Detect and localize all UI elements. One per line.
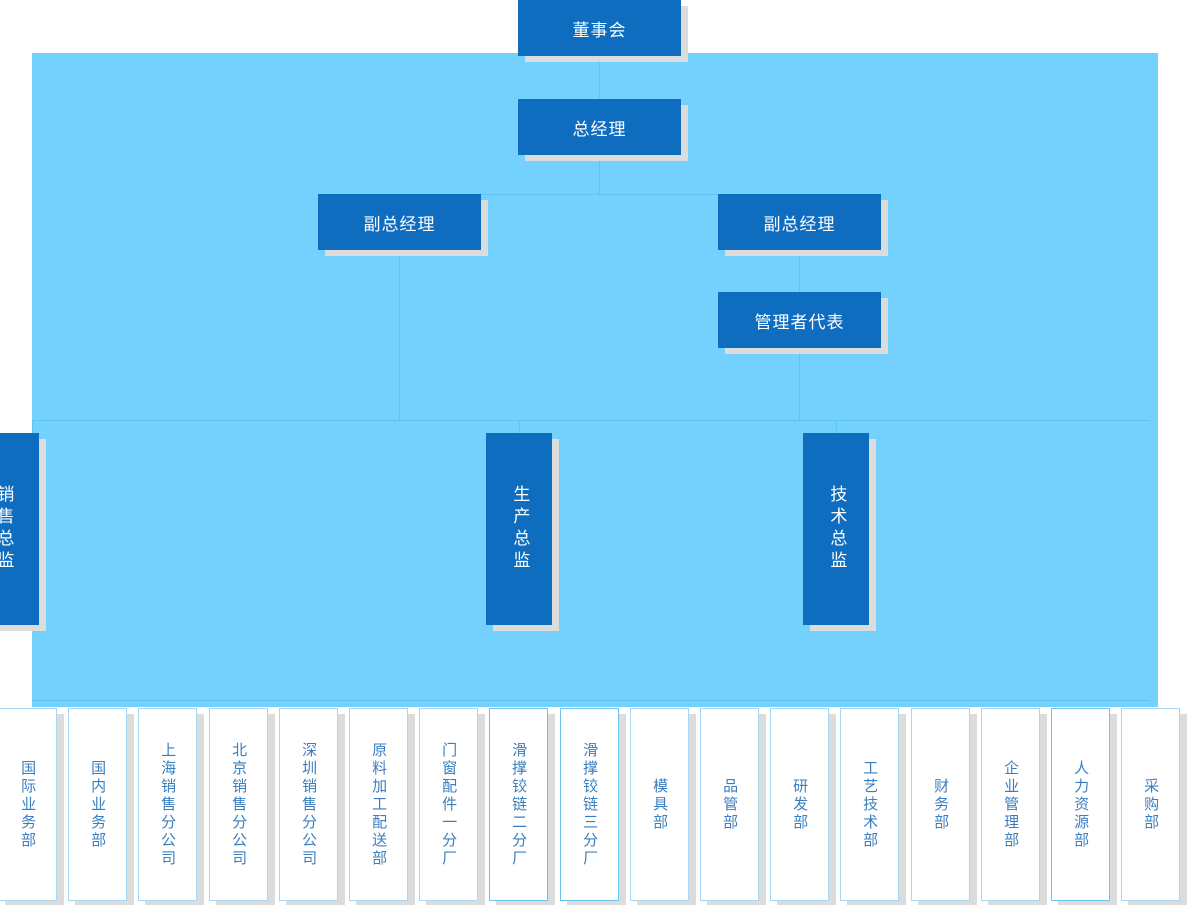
- department-box[interactable]: 门窗配件一分厂: [419, 708, 478, 901]
- department-box[interactable]: 采购部: [1121, 708, 1180, 901]
- department-box[interactable]: 企业管理部: [981, 708, 1040, 901]
- department-label: 工艺技术部: [861, 759, 879, 850]
- connector-department-bus: [32, 700, 1150, 701]
- deputy-gm-right-label: 副总经理: [763, 214, 836, 234]
- general-manager-label: 总经理: [572, 119, 627, 139]
- connector-to-technical-director: [836, 420, 837, 433]
- department-box[interactable]: 人力资源部: [1051, 708, 1110, 901]
- department-box[interactable]: 原料加工配送部: [349, 708, 408, 901]
- department-box[interactable]: 研发部: [770, 708, 829, 901]
- department-label: 人力资源部: [1072, 759, 1090, 850]
- department-label: 上海销售分公司: [159, 741, 177, 868]
- department-box[interactable]: 财务部: [911, 708, 970, 901]
- department-label: 国际业务部: [19, 759, 37, 850]
- department-label: 门窗配件一分厂: [440, 741, 458, 868]
- department-label: 国内业务部: [89, 759, 107, 850]
- connector-mgmt-rep-stem: [799, 352, 800, 420]
- connector-gm-bus: [399, 194, 800, 195]
- chart-backdrop: [32, 53, 1158, 707]
- department-label: 北京销售分公司: [230, 741, 248, 868]
- connector-to-sales-director: [32, 420, 33, 433]
- department-box[interactable]: 模具部: [630, 708, 689, 901]
- department-box[interactable]: 滑撑铰链二分厂: [489, 708, 548, 901]
- production-director-box[interactable]: 生产总监: [486, 433, 552, 625]
- department-label: 企业管理部: [1002, 759, 1020, 850]
- department-label: 模具部: [651, 777, 669, 832]
- department-label: 品管部: [721, 777, 739, 832]
- department-box[interactable]: 上海销售分公司: [138, 708, 197, 901]
- department-label: 财务部: [932, 777, 950, 832]
- general-manager-box[interactable]: 总经理: [518, 99, 681, 155]
- department-box[interactable]: 国际业务部: [0, 708, 57, 901]
- department-label: 采购部: [1142, 777, 1160, 832]
- deputy-gm-left-box[interactable]: 副总经理: [318, 194, 481, 250]
- management-representative-label: 管理者代表: [754, 312, 845, 332]
- board-of-directors-label: 董事会: [572, 20, 627, 40]
- connector-deputy-left-stem: [399, 250, 400, 420]
- deputy-gm-left-label: 副总经理: [363, 214, 436, 234]
- connector-board-to-gm: [599, 53, 600, 99]
- connector-director-bus: [32, 420, 1150, 421]
- department-box[interactable]: 北京销售分公司: [209, 708, 268, 901]
- department-label: 原料加工配送部: [370, 741, 388, 868]
- department-box[interactable]: 品管部: [700, 708, 759, 901]
- management-representative-box[interactable]: 管理者代表: [718, 292, 881, 348]
- sales-director-box[interactable]: 销售总监: [0, 433, 39, 625]
- department-label: 滑撑铰链二分厂: [510, 741, 528, 868]
- production-director-label: 生产总监: [510, 485, 530, 573]
- department-label: 研发部: [791, 777, 809, 832]
- department-box[interactable]: 国内业务部: [68, 708, 127, 901]
- connector-to-production-director: [519, 420, 520, 433]
- connector-deputy-right-to-mgmt-rep: [799, 250, 800, 292]
- connector-gm-stem: [599, 155, 600, 195]
- department-box[interactable]: 深圳销售分公司: [279, 708, 338, 901]
- technical-director-label: 技术总监: [827, 485, 847, 573]
- board-of-directors-box[interactable]: 董事会: [518, 0, 681, 56]
- department-label: 滑撑铰链三分厂: [581, 741, 599, 868]
- technical-director-box[interactable]: 技术总监: [803, 433, 869, 625]
- department-box[interactable]: 工艺技术部: [840, 708, 899, 901]
- deputy-gm-right-box[interactable]: 副总经理: [718, 194, 881, 250]
- department-box[interactable]: 滑撑铰链三分厂: [560, 708, 619, 901]
- department-label: 深圳销售分公司: [300, 741, 318, 868]
- sales-director-label: 销售总监: [0, 485, 14, 573]
